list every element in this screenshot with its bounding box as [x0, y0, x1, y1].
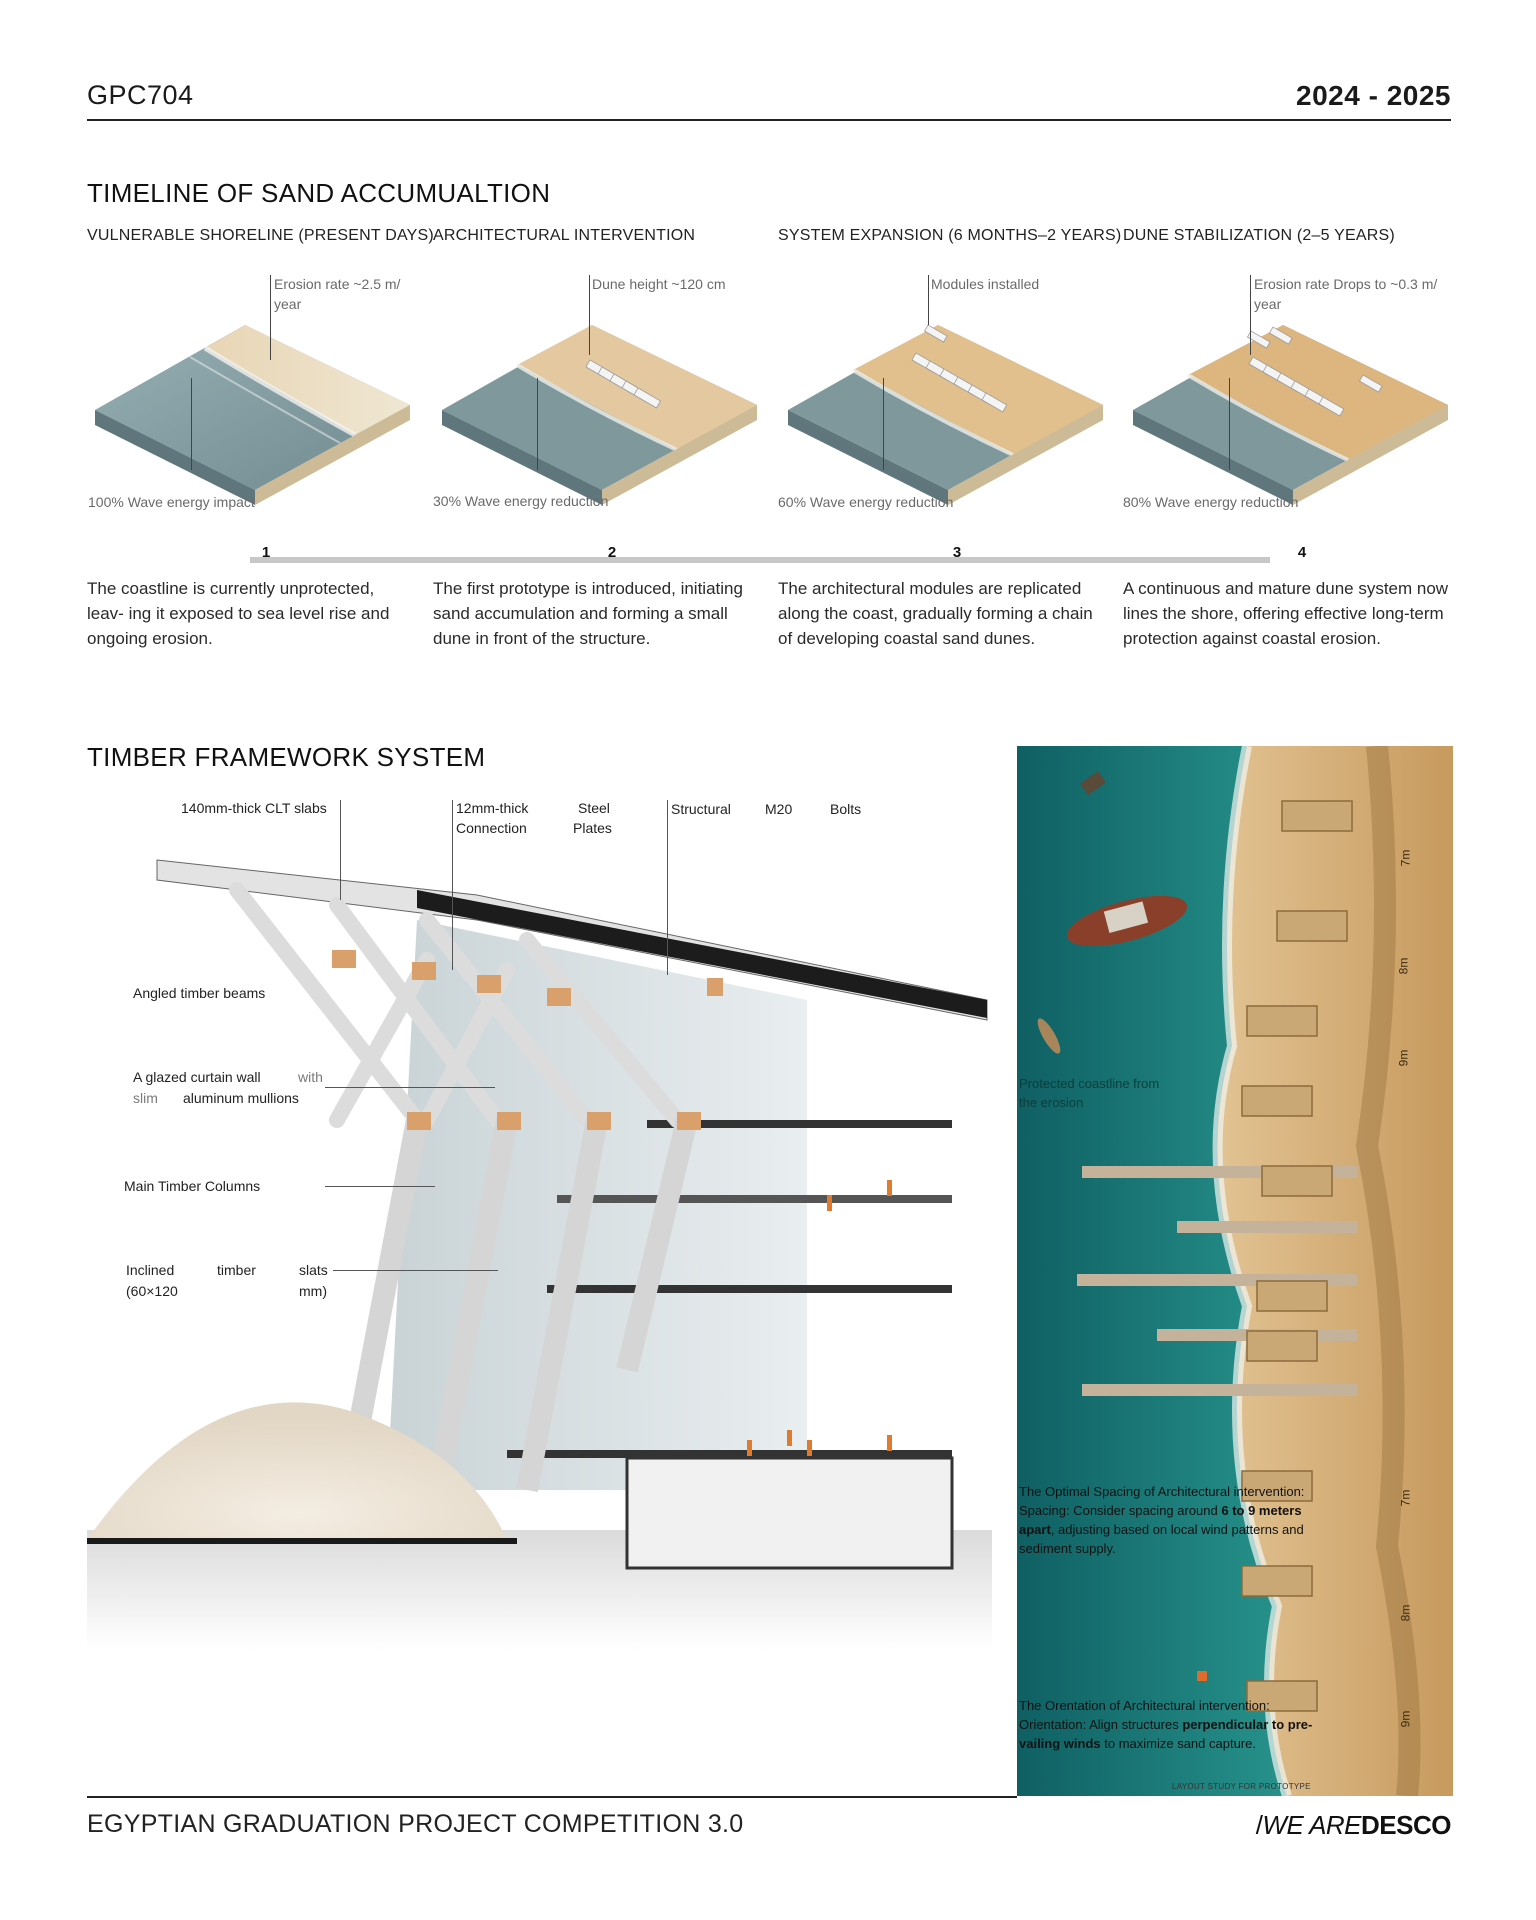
- leader-structural: [667, 800, 668, 975]
- stage-1-description: The coastline is currently unprotected, …: [87, 579, 390, 648]
- timeline-title: TIMELINE OF SAND ACCUMUALTION: [87, 178, 551, 208]
- leader-glazed: [325, 1087, 495, 1088]
- spacing-bold: 6 to 9 meters apart: [1019, 1503, 1302, 1537]
- stage-1-bottom-note: 100% Wave energy impact: [88, 494, 255, 510]
- protected-coastline-note: Protected coastline from the erosion: [1019, 1076, 1160, 1110]
- stage-2-top-note: Dune height ~120 cm: [592, 276, 726, 292]
- label-clt-slabs: 140mm-thick CLT slabs: [181, 800, 327, 816]
- measure-3: 9m: [1396, 1049, 1411, 1067]
- project-code: GPC704: [87, 80, 194, 110]
- label-steel-1: Steel: [578, 800, 610, 816]
- stage-3-description: The architectural modules are replicated…: [778, 579, 1093, 648]
- stage-3-bottom-note: 60% Wave energy reduction: [778, 494, 954, 510]
- measure-2: 8m: [1396, 957, 1411, 975]
- stage-2-bottom-note: 30% Wave energy reduction: [433, 493, 609, 509]
- stage-4-bottom-note: 80% Wave energy reduction: [1123, 494, 1299, 510]
- orientation-bold: perpendicular to pre- vailing winds: [1019, 1717, 1313, 1751]
- stage-1-top-note: Erosion rate ~2.5 m/ year: [274, 276, 401, 312]
- aerial-layout-image: Protected coastline from the erosion The…: [1017, 746, 1453, 1796]
- spacing-post: , adjusting based on local wind patterns…: [1019, 1522, 1304, 1556]
- label-main-columns: Main Timber Columns: [124, 1178, 261, 1194]
- measure-1: 7m: [1398, 849, 1413, 867]
- leader-clt: [340, 800, 341, 900]
- project-year: 2024 - 2025: [1296, 80, 1451, 111]
- competition-name: EGYPTIAN GRADUATION PROJECT COMPETITION …: [87, 1810, 744, 1838]
- label-steel-2: Plates: [573, 820, 612, 836]
- measure-6: 9m: [1398, 1710, 1413, 1728]
- stage-3-diagram: [788, 324, 1103, 505]
- stage-1-bottom-leader: [191, 378, 192, 470]
- framework-title: TIMBER FRAMEWORK SYSTEM: [87, 742, 486, 772]
- header-divider: [87, 119, 1451, 121]
- label-glazed-2: aluminum mullions: [183, 1090, 299, 1106]
- orientation-note-body: Orientation: Align structures perpendicu…: [1019, 1715, 1329, 1753]
- spacing-note-title: The Optimal Spacing of Architectural int…: [1019, 1484, 1305, 1499]
- label-glazed-slim: slim: [133, 1090, 158, 1106]
- logo-desco: DESCO: [1361, 1810, 1451, 1840]
- stage-4-top-leader: [1250, 275, 1251, 355]
- stage-3-title: SYSTEM EXPANSION (6 MONTHS–2 YEARS): [778, 227, 1122, 244]
- leader-connection: [452, 800, 453, 970]
- leader-columns: [325, 1186, 435, 1187]
- stage-2-bottom-leader: [537, 378, 538, 470]
- logo-we-are: WE ARE: [1262, 1810, 1362, 1840]
- stage-2-top-leader: [589, 275, 590, 355]
- footer-divider: [87, 1796, 1017, 1798]
- measure-5: 8m: [1398, 1604, 1413, 1622]
- stage-2-title: ARCHITECTURAL INTERVENTION: [433, 227, 696, 244]
- timeline-step-2: 2: [607, 544, 617, 561]
- label-inclined-slats: slats: [299, 1262, 328, 1278]
- aerial-scene: [1017, 746, 1453, 1796]
- spacing-note: The Optimal Spacing of Architectural int…: [1019, 1482, 1309, 1558]
- stage-4-description: A continuous and mature dune system now …: [1123, 579, 1449, 648]
- stage-1-diagram: [95, 325, 410, 505]
- orientation-note: The Orentation of Architectural interven…: [1019, 1696, 1329, 1753]
- spacing-note-body: Spacing: Consider spacing around 6 to 9 …: [1019, 1501, 1309, 1558]
- modules-group: [585, 359, 662, 409]
- stage-2-diagram: [442, 325, 757, 505]
- desco-logo: /WE AREDESCO: [1255, 1810, 1452, 1841]
- stage-3-top-note: Modules installed: [931, 276, 1040, 292]
- timeline-bar: [250, 557, 1270, 563]
- label-inclined-1: Inclined: [126, 1262, 175, 1278]
- label-glazed-with: with: [298, 1069, 323, 1085]
- timber-framework-section-illustration: [87, 859, 992, 1650]
- stage-1-top-leader: [270, 275, 271, 360]
- stage-1-title: VULNERABLE SHORELINE (PRESENT DAYS): [87, 227, 434, 244]
- stage-4-diagram: [1133, 325, 1448, 505]
- stage-4-bottom-leader: [1229, 378, 1230, 470]
- label-m20: M20: [765, 801, 793, 817]
- label-bolts: Bolts: [830, 801, 862, 817]
- label-inclined-timber: timber: [217, 1262, 256, 1278]
- stage-4-top-note: Erosion rate Drops to ~0.3 m/ year: [1254, 276, 1438, 312]
- timeline-step-1: 1: [261, 544, 271, 561]
- orientation-note-title: The Orentation of Architectural interven…: [1019, 1698, 1270, 1713]
- stage-3-bottom-leader: [883, 378, 884, 470]
- timeline-step-3: 3: [952, 544, 962, 561]
- label-inclined-2: (60×120: [126, 1283, 178, 1299]
- measure-4: 7m: [1398, 1489, 1413, 1507]
- layout-caption: LAYOUT STUDY FOR PROTOTYPE: [1172, 1782, 1311, 1791]
- label-glazed-1: A glazed curtain wall: [133, 1069, 261, 1085]
- label-inclined-mm: mm): [299, 1283, 327, 1299]
- label-structural: Structural: [671, 801, 731, 817]
- label-connection-1: 12mm-thick: [456, 800, 529, 816]
- orientation-post: to maximize sand capture.: [1100, 1736, 1256, 1751]
- leader-inclined: [333, 1270, 498, 1271]
- orientation-pre: Orientation: Align structures: [1019, 1717, 1183, 1732]
- label-connection-2: Connection: [456, 820, 527, 836]
- spacing-pre: Spacing: Consider spacing around: [1019, 1503, 1222, 1518]
- stage-4-title: DUNE STABILIZATION (2–5 YEARS): [1123, 227, 1395, 244]
- stage-2-description: The first prototype is introduced, initi…: [433, 579, 743, 648]
- stage-3-top-leader: [928, 275, 929, 325]
- timeline-step-4: 4: [1297, 544, 1307, 561]
- logo-slash: /: [1255, 1810, 1263, 1840]
- label-angled-beams: Angled timber beams: [133, 985, 266, 1001]
